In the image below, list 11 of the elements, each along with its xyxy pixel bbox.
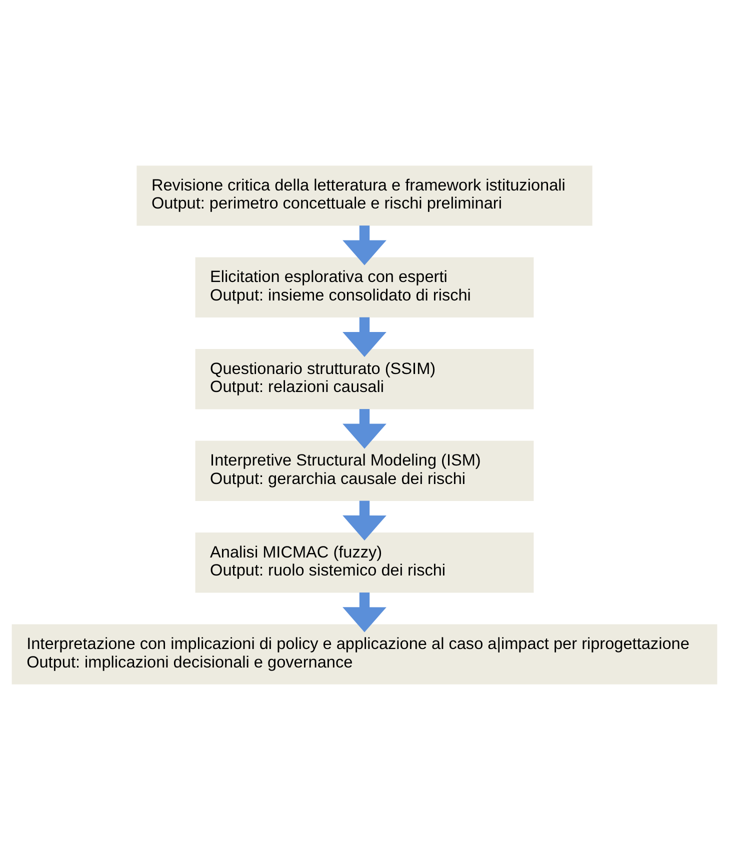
node-box: Interpretive Structural Modeling (ISM) Output: gerarchia causale dei rischi: [195, 440, 534, 501]
arrow: [342, 409, 386, 449]
arrow: [342, 592, 386, 632]
node-box: Elicitation esplorativa con esperti Output: insieme consolidato di rischi: [195, 257, 534, 318]
arrow: [342, 226, 386, 266]
arrow: [342, 317, 386, 358]
node-box: Analisi MICMAC (fuzzy) Output: ruolo sistemico dei rischi: [195, 532, 534, 593]
node-box: Revisione critica della letteratura e framework istituzionali Output: perimetro concettuale e rischi preliminari: [136, 166, 592, 226]
arrow: [342, 500, 386, 540]
node-box: Questionario strutturato (SSIM) Output: relazioni causali: [195, 349, 534, 410]
node-box: Interpretazione con implicazioni di policy e applicazione al caso a|impact per riprogettazione Output: implicazioni decisionali e governance: [12, 624, 718, 684]
